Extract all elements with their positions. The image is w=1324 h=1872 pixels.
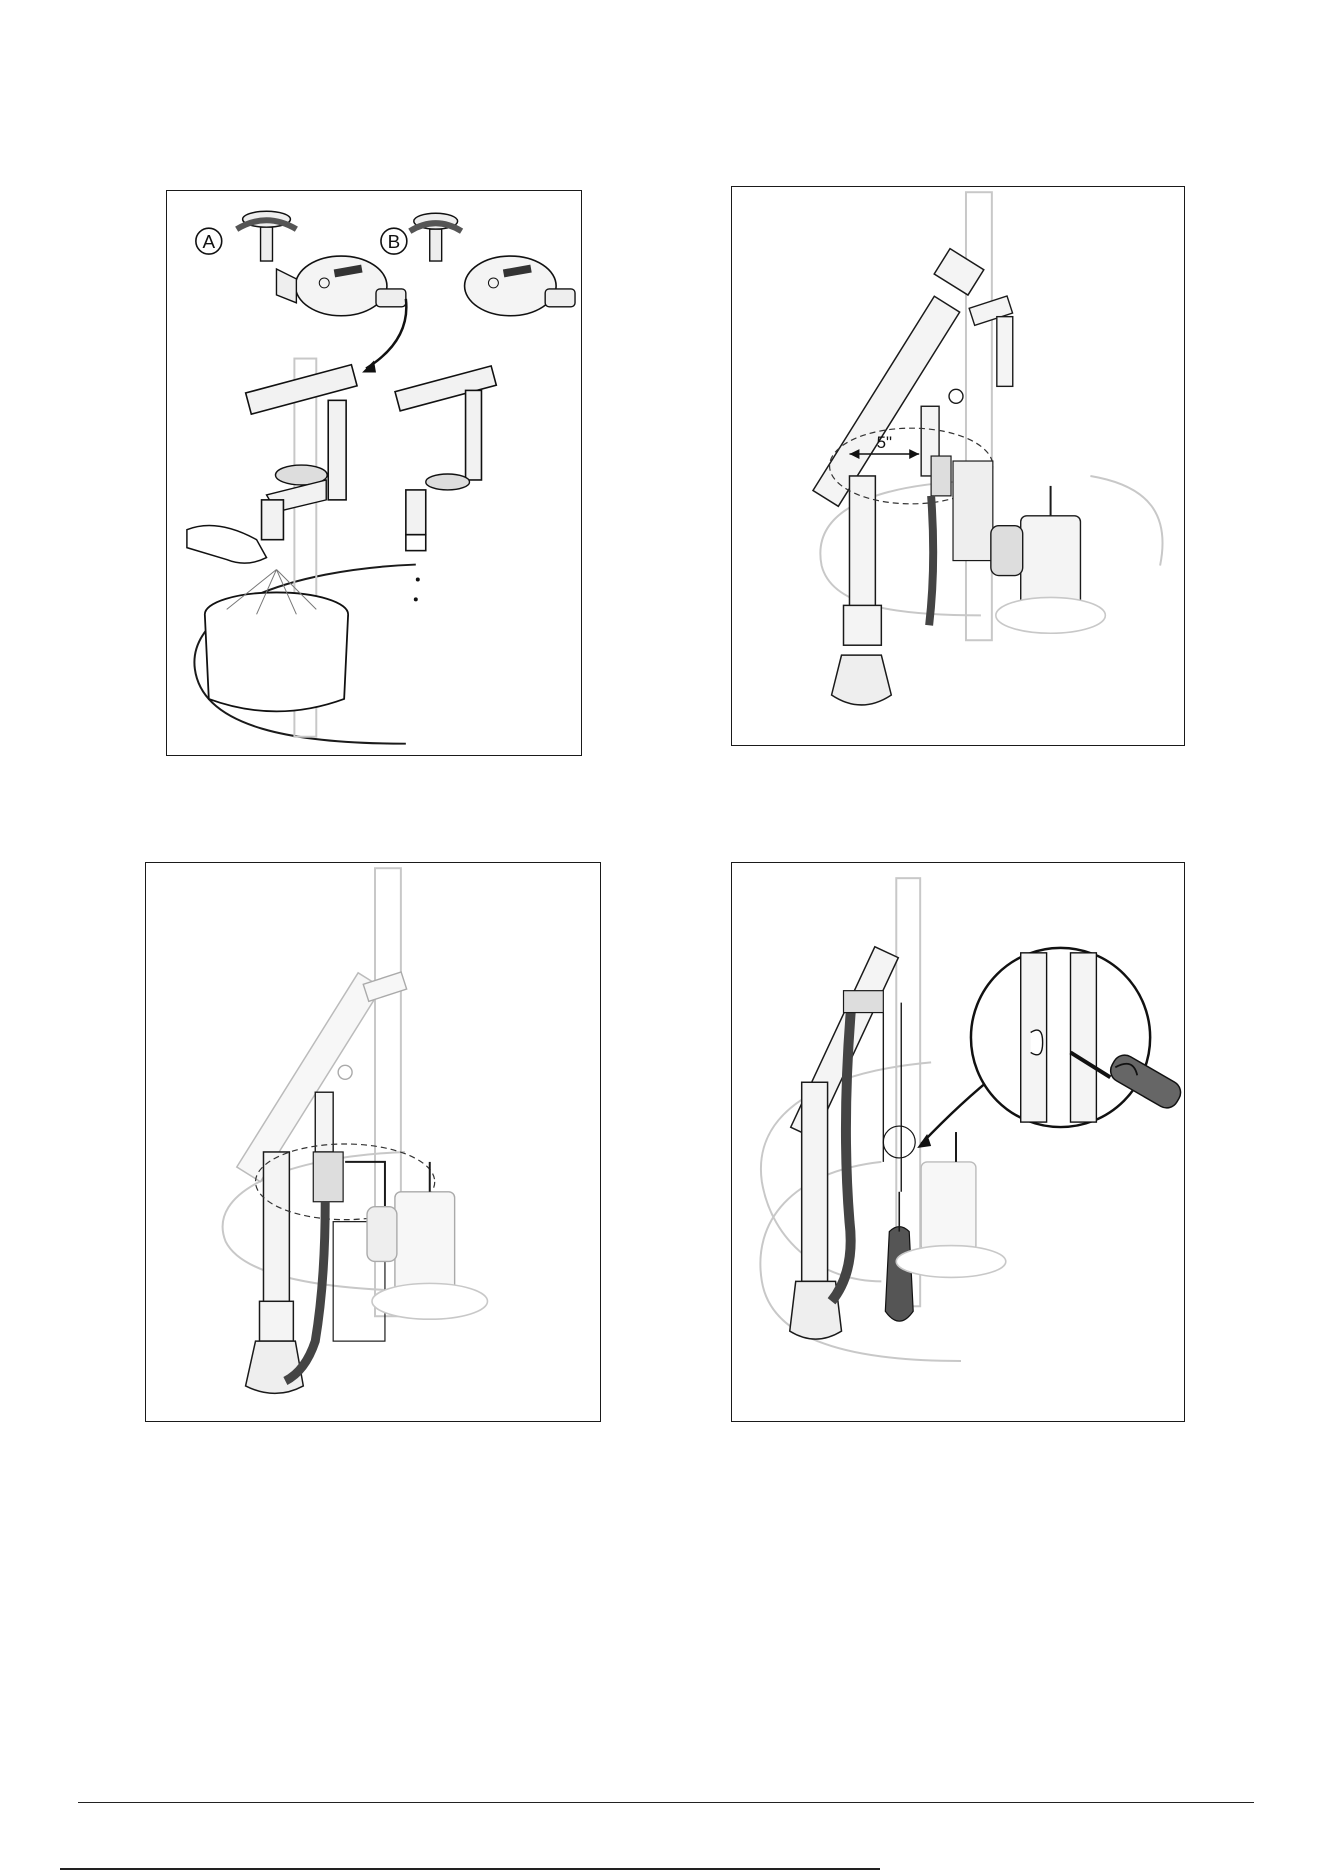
dimension-label: 5" [877, 433, 892, 452]
figure-float-adjustment-detail [731, 862, 1185, 1422]
pipe-assembly-right [395, 366, 496, 601]
footer-rule [78, 1802, 1254, 1803]
figure-meter-bucket-test: A B [166, 190, 582, 756]
float-adjustment-illustration [732, 863, 1184, 1421]
detail-magnifier [971, 948, 1184, 1127]
sump-pump-icon [991, 486, 1105, 633]
meter-bucket-illustration: A B [167, 191, 581, 755]
callout-a-label: A [202, 232, 215, 253]
water-meter-b-icon [410, 213, 575, 316]
pipe-assembly-left [246, 365, 357, 540]
footer-bottom-rule [60, 1868, 880, 1870]
hand-icon [187, 526, 267, 564]
sump-pump-icon [896, 1132, 1006, 1277]
water-meter-a-icon [237, 211, 406, 315]
bucket-icon [205, 570, 348, 712]
figure-hose-installation [145, 862, 601, 1422]
hose-illustration [146, 863, 600, 1421]
dimension-illustration: 5" [732, 187, 1184, 745]
callout-b-label: B [388, 232, 401, 253]
callout-b: B [381, 228, 407, 254]
detail-target [883, 1126, 915, 1158]
figure-float-height-dimension: 5" [731, 186, 1185, 746]
callout-a: A [196, 228, 222, 254]
